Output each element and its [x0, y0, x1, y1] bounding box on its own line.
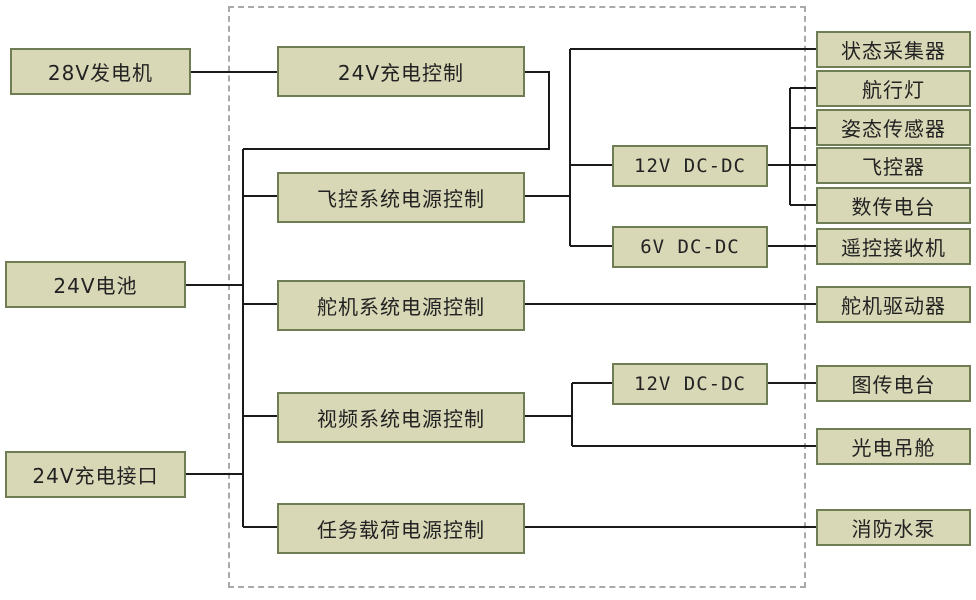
power-system-boundary	[228, 6, 806, 588]
wire-charge-bus	[243, 71, 550, 150]
eo-pod-box: 光电吊舱	[816, 428, 971, 465]
flight-power-control-box: 飞控系统电源控制	[277, 172, 525, 223]
attitude-sensor-box: 姿态传感器	[816, 109, 971, 146]
fire-pump-box: 消防水泵	[816, 509, 971, 546]
servo-driver-box: 舵机驱动器	[816, 286, 971, 323]
servo-power-control-box: 舵机系统电源控制	[277, 280, 525, 331]
video-power-control-box: 视频系统电源控制	[277, 392, 525, 443]
charge-port-box: 24V充电接口	[5, 451, 186, 498]
charge-control-box: 24V充电控制	[277, 46, 525, 97]
status-collector-box: 状态采集器	[816, 31, 971, 68]
video-12v-dcdc-box: 12V DC-DC	[612, 363, 768, 405]
image-radio-box: 图传电台	[816, 365, 971, 402]
flight-6v-dcdc-box: 6V DC-DC	[612, 226, 768, 268]
payload-power-control-box: 任务载荷电源控制	[277, 503, 525, 554]
flight-controller-box: 飞控器	[816, 147, 971, 184]
battery-box: 24V电池	[5, 261, 186, 308]
flight-12v-dcdc-box: 12V DC-DC	[612, 145, 768, 187]
data-radio-box: 数传电台	[816, 187, 971, 224]
nav-light-box: 航行灯	[816, 70, 971, 107]
generator-box: 28V发电机	[10, 48, 191, 95]
rc-receiver-box: 遥控接收机	[816, 228, 971, 265]
